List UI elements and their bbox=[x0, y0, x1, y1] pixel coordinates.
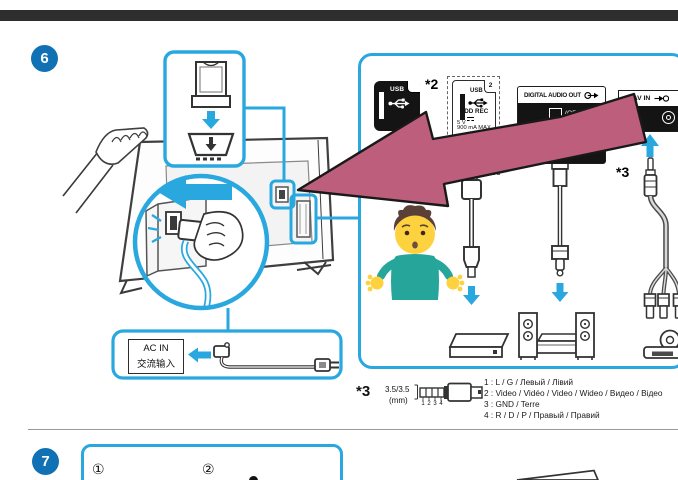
pinout-legend: 1 : L / G / Левый / Лівий 2 : Video / Vi… bbox=[484, 377, 663, 421]
usb-port-label: USB bbox=[390, 86, 405, 93]
digital-audio-out-port-box: DIGITAL AUDIO OUT (OPTICAL) bbox=[517, 86, 606, 164]
legend-line-4: 4 : R / D / P / Правый / Правий bbox=[484, 409, 600, 420]
minijack-port-icon bbox=[662, 111, 675, 124]
av-in-port-box: AV IN bbox=[618, 90, 678, 132]
zoom-circle-inset bbox=[132, 173, 270, 311]
legend-line-3: 3 : GND / Terre bbox=[484, 398, 540, 409]
jack-size-label: 3.5/3.5 bbox=[385, 385, 410, 394]
legend-line-2: 2 : Video / Vidéo / Video / Wideo / Виде… bbox=[484, 387, 663, 398]
footnote-3-ref: *3 bbox=[356, 383, 371, 400]
pin-1-label: 1 bbox=[421, 401, 425, 407]
push-left-arrow-icon bbox=[158, 175, 232, 209]
usb-slot bbox=[460, 94, 465, 120]
corner-notch bbox=[407, 81, 420, 93]
step-7-marker-2: ② bbox=[202, 461, 215, 477]
digital-audio-out-label: DIGITAL AUDIO OUT bbox=[524, 91, 581, 99]
hdd-rec-label: HDD REC bbox=[459, 108, 489, 115]
usb-port-box: USB bbox=[374, 81, 420, 131]
av-in-header: AV IN bbox=[619, 91, 678, 106]
insert-down-arrow-icon bbox=[202, 111, 220, 129]
step-7-marker-1: ① bbox=[92, 461, 105, 477]
usb-icon bbox=[388, 98, 410, 109]
section-divider bbox=[28, 429, 678, 430]
jack-unit-label: (mm) bbox=[389, 396, 408, 405]
usb-port-label: USB bbox=[470, 88, 483, 94]
next-step-tv-corner bbox=[516, 469, 599, 480]
left-arrow-icon bbox=[188, 347, 211, 363]
tv-rear-illustration bbox=[118, 136, 335, 295]
hand-illustration bbox=[62, 127, 149, 214]
dc-symbol-icon bbox=[466, 117, 474, 123]
usb-hdd-rec-port-box: 2 USB HDD REC 5 V 900 mA MAX bbox=[452, 80, 496, 171]
connection-panel-box bbox=[358, 53, 678, 369]
step-6-badge: 6 bbox=[31, 45, 58, 72]
pin-3-label: 3 bbox=[433, 401, 437, 407]
ac-in-label-cn: 交流输入 bbox=[136, 358, 175, 370]
click-spark-icon bbox=[147, 214, 162, 244]
legend-line-1: 1 : L / G / Левый / Лівий bbox=[484, 377, 574, 387]
ac-in-label-box: AC IN 交流输入 bbox=[128, 339, 184, 374]
minijack-pinout-diagram bbox=[414, 382, 483, 402]
step-7-box bbox=[81, 444, 343, 480]
step-7-badge: 7 bbox=[32, 448, 59, 475]
port-number-badge: 2 bbox=[484, 80, 496, 93]
top-divider-bar bbox=[0, 10, 678, 21]
digital-audio-out-header: DIGITAL AUDIO OUT bbox=[518, 87, 605, 103]
port-callout-outlines bbox=[226, 106, 360, 332]
footnote-ref-3: *3 bbox=[616, 164, 630, 180]
pin-2-label: 2 bbox=[427, 401, 431, 407]
pin-4-label: 4 bbox=[439, 401, 443, 407]
audio-out-icon bbox=[584, 91, 599, 99]
footnote-ref-2: *2 bbox=[425, 76, 439, 92]
input-arrow-icon bbox=[654, 95, 670, 102]
av-in-label: AV IN bbox=[632, 95, 651, 102]
current-spec-label: 900 mA MAX bbox=[457, 125, 491, 131]
optical-port-icon bbox=[549, 108, 562, 121]
ac-in-label: AC IN bbox=[143, 343, 169, 354]
digital-audio-out-body: (OPTICAL) bbox=[518, 103, 605, 163]
av-in-body bbox=[619, 106, 678, 131]
usb-slot bbox=[379, 92, 384, 119]
plug-insert-inset bbox=[163, 50, 246, 168]
optical-label: (OPTICAL) bbox=[565, 110, 598, 117]
step-7-detail-dot bbox=[249, 476, 258, 480]
